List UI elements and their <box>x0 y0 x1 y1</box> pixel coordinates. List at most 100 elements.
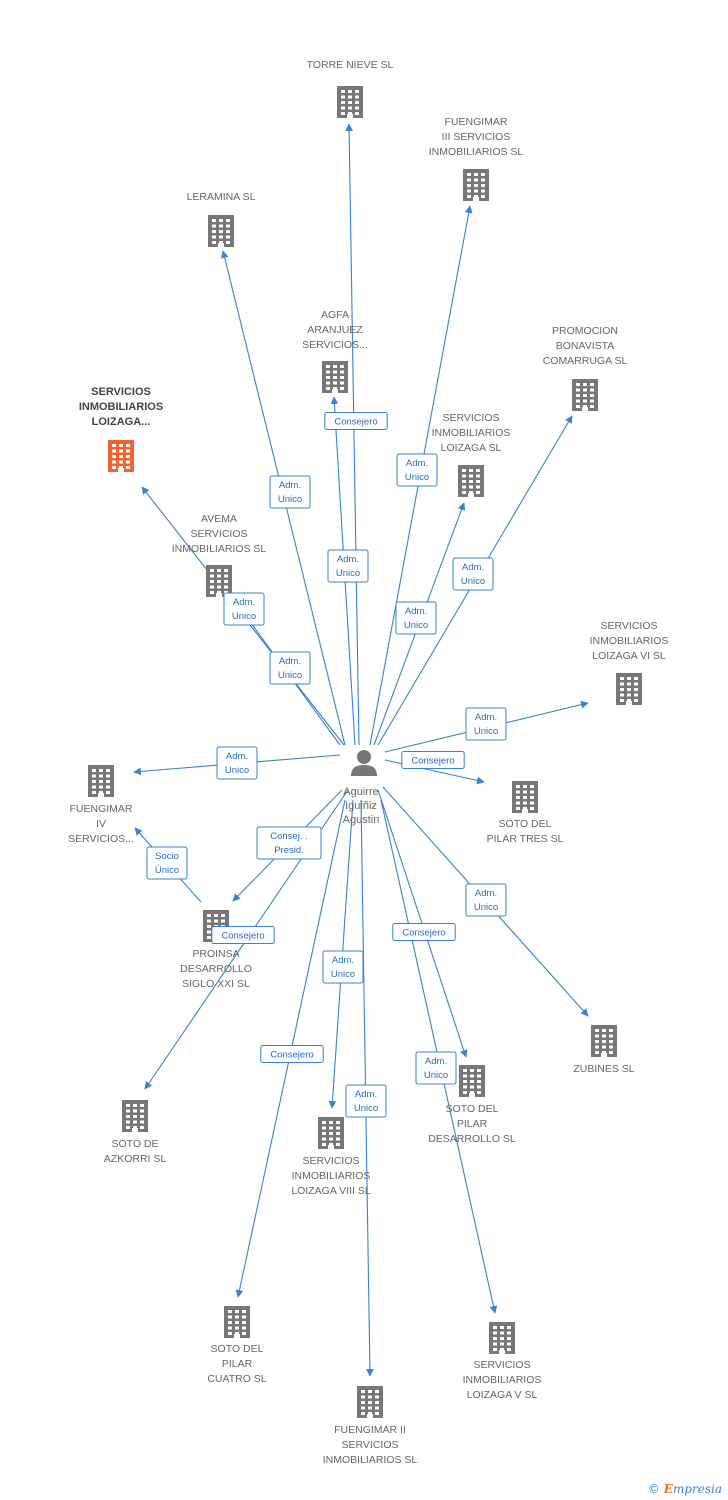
company-node-torre[interactable]: TORRE NIEVE SL <box>307 59 394 118</box>
edge-label-text: Consejero <box>334 417 377 428</box>
edge-label-loizaga[interactable]: Adm.Unico <box>395 601 437 635</box>
edge-label-box <box>392 923 456 941</box>
building-icon <box>489 1322 515 1354</box>
building-icon <box>591 1025 617 1057</box>
edge-label-loizaga5[interactable]: Adm.Unico <box>415 1051 457 1085</box>
edge-label-text: Unico <box>474 902 498 913</box>
edge-label-text: Adm. <box>355 1089 377 1100</box>
company-node-agfa[interactable]: AGFAARANJUEZSERVICIOS... <box>302 309 368 393</box>
edge-label-promocion[interactable]: Adm.Unico <box>452 557 494 591</box>
edge-label-box <box>216 746 258 780</box>
edge-label-fuengimar3[interactable]: Adm.Unico <box>396 453 438 487</box>
edge-label-proinsa[interactable]: Consej. . Presid. <box>256 826 322 860</box>
company-label-line: SOTO DEL <box>211 1343 264 1355</box>
company-node-zubines[interactable]: ZUBINES SL <box>573 1025 635 1075</box>
company-label-line: TORRE NIEVE SL <box>307 59 394 71</box>
edge-label-fuengimar2[interactable]: Adm. Unico <box>345 1084 387 1118</box>
edge-label-text: Unico <box>278 494 302 505</box>
edge-label-box <box>211 926 275 944</box>
edge-label-box <box>395 601 437 635</box>
edge-label-soto_desarrollo[interactable]: Consejero <box>392 923 456 941</box>
edge-label-text: Adm. <box>405 606 427 617</box>
edge-label-box <box>260 1045 324 1063</box>
edge-label-leramina[interactable]: Adm.Unico <box>269 475 311 509</box>
building-icon <box>337 86 363 118</box>
company-label-line: SERVICIOS <box>191 528 248 540</box>
edge-label-box <box>322 950 364 984</box>
edge-label-text: Unico <box>405 472 429 483</box>
edge-label-torre[interactable]: Consejero <box>324 412 388 430</box>
person-name-line-1: Aguirre <box>343 786 378 798</box>
company-label-line: CUATRO SL <box>207 1373 266 1385</box>
building-icon <box>208 215 234 247</box>
building-icon <box>322 361 348 393</box>
edge-label-text: Adm. <box>226 751 248 762</box>
edge-label-text: Presid. <box>274 845 304 856</box>
building-icon <box>108 440 134 472</box>
edge-label-azkorri[interactable]: Consejero <box>211 926 275 944</box>
company-label-line: LOIZAGA VI SL <box>592 650 666 662</box>
company-label-line: INMOBILIARIOS SL <box>172 543 267 555</box>
company-label-line: LOIZAGA VIII SL <box>291 1185 371 1197</box>
company-label-line: PROMOCION <box>552 325 618 337</box>
edge-label-box <box>269 651 311 685</box>
company-node-leramina[interactable]: LERAMINA SL <box>187 191 256 247</box>
person-name-line-3: Agustin <box>343 814 380 826</box>
edge-label-text: Unico <box>354 1103 378 1114</box>
edge-label-loizaga6[interactable]: Adm.Unico <box>465 707 507 741</box>
edge-label-agfa[interactable]: Adm.Unico <box>327 549 369 583</box>
edge-label-text: Socio <box>155 851 179 862</box>
edge-label-avema[interactable]: Adm.Unico <box>269 651 311 685</box>
edge-label-box <box>415 1051 457 1085</box>
company-label-line: SERVICIOS <box>601 620 658 632</box>
edge-label-box <box>465 883 507 917</box>
company-node-focus[interactable]: SERVICIOSINMOBILIARIOSLOIZAGA... <box>79 386 163 472</box>
company-label-line: INMOBILIARIOS SL <box>429 146 524 158</box>
company-label-line: SOTO DE <box>111 1138 158 1150</box>
company-label-line: AVEMA <box>201 513 237 525</box>
company-label-line: INMOBILIARIOS SL <box>323 1454 418 1466</box>
company-node-avema[interactable]: AVEMA SERVICIOS INMOBILIARIOS SL <box>172 513 267 597</box>
company-node-fuengimar4[interactable]: FUENGIMARIVSERVICIOS... <box>68 765 134 845</box>
empresia-watermark: ©Empresia <box>648 1482 722 1496</box>
edge-label-text: Unico <box>232 611 256 622</box>
edge-label-text: Unico <box>278 670 302 681</box>
edge-label-text: Consejero <box>402 928 445 939</box>
edge-labels-layer: ConsejeroAdm.UnicoAdm.UnicoAdm.UnicoAdm.… <box>146 412 507 1118</box>
building-icon <box>572 379 598 411</box>
edge-label-box <box>146 846 188 880</box>
company-label-line: III SERVICIOS <box>442 131 511 143</box>
person-node[interactable]: Aguirre Iguiñiz Agustin <box>343 750 380 826</box>
edge-label-zubines[interactable]: Adm.Unico <box>465 883 507 917</box>
edge-label-soto_cuatro[interactable]: Consejero <box>260 1045 324 1063</box>
company-label-line: DESARROLLO SL <box>428 1133 516 1145</box>
person-icon <box>351 750 377 776</box>
edge-label-soto_tres[interactable]: Consejero <box>401 751 465 769</box>
edge-label-text: Consejero <box>270 1050 313 1061</box>
edge-label-box <box>401 751 465 769</box>
edge-label-text: Consej. . <box>270 831 308 842</box>
edge-label-box <box>396 453 438 487</box>
edge-label-text: Adm. <box>475 712 497 723</box>
edge-label-focus[interactable]: Adm.Unico <box>223 592 265 626</box>
company-label-line: SERVICIOS... <box>68 833 134 845</box>
edge-label-loizaga8[interactable]: Adm.Unico <box>322 950 364 984</box>
edge-label-fuengimar4[interactable]: Adm.Unico <box>216 746 258 780</box>
edge-label-text: Adm. <box>425 1056 447 1067</box>
edge-label-text: Adm. <box>337 554 359 565</box>
building-icon <box>122 1100 148 1132</box>
